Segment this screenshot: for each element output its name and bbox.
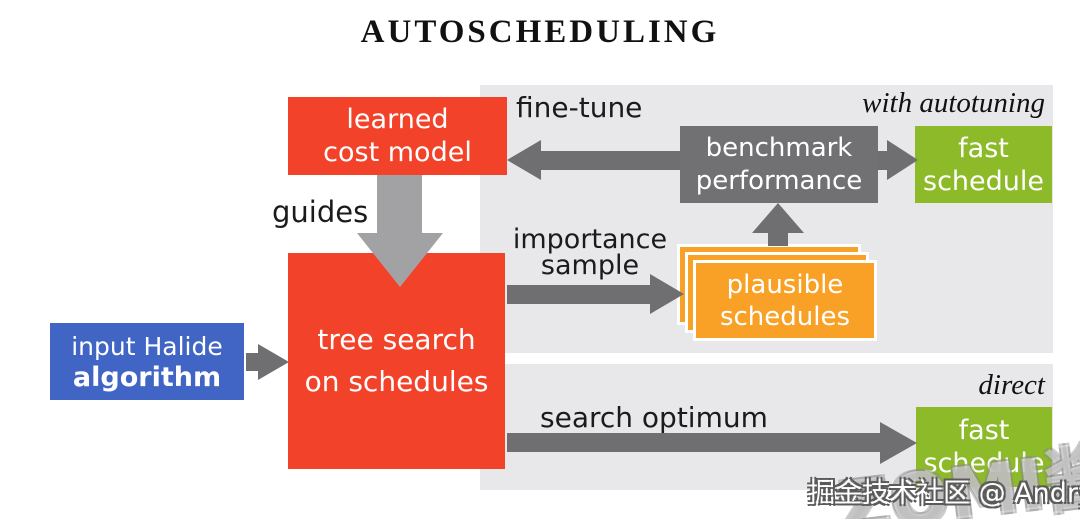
node-tree-search-on-schedules: tree search on schedules — [288, 253, 505, 469]
node-label: benchmark — [705, 132, 853, 163]
node-plausible-schedules: plausible schedules — [693, 260, 877, 341]
fine-tune-arrow-head — [507, 140, 541, 180]
input-to-tree-arrow-head — [258, 344, 289, 380]
node-benchmark-performance: benchmark performance — [680, 126, 878, 203]
search-optimum-arrow-head — [880, 422, 917, 464]
node-fast-schedule-autotuned: fast schedule — [915, 126, 1052, 203]
node-label: plausible — [726, 269, 844, 300]
node-label: fast — [958, 132, 1009, 164]
node-label: schedules — [719, 301, 851, 332]
edge-label-search-optimum: search optimum — [540, 401, 768, 434]
node-label: schedule — [923, 165, 1044, 197]
edge-label-line: sample — [540, 250, 640, 281]
benchmark-to-fast-arrow-head — [887, 140, 918, 180]
node-label: on schedules — [304, 365, 489, 398]
node-label: algorithm — [72, 361, 222, 393]
importance-sample-arrow-shaft — [507, 285, 652, 304]
edge-label-direct: direct — [978, 369, 1045, 401]
schedules-to-benchmark-arrow-shaft — [768, 230, 788, 246]
edge-label-importance-sample: importance sample — [500, 224, 680, 281]
search-optimum-arrow-shaft — [507, 433, 882, 452]
guides-arrow-shaft — [377, 175, 422, 235]
node-input-halide-algorithm: input Halide algorithm — [50, 323, 244, 400]
edge-label-line: importance — [512, 224, 668, 255]
diagram-title: AUTOSCHEDULING — [360, 14, 720, 50]
node-label: tree search — [317, 323, 476, 356]
node-label: fast — [958, 415, 1010, 446]
fine-tune-arrow-shaft — [538, 151, 680, 170]
node-label: performance — [695, 165, 863, 196]
edge-label-guides: guides — [272, 195, 369, 229]
node-fast-schedule-direct: fast schedule — [916, 407, 1052, 487]
node-label: learned — [346, 104, 449, 135]
guides-arrow-head — [357, 233, 443, 287]
input-to-tree-arrow-shaft — [246, 353, 260, 371]
node-learned-cost-model: learned cost model — [288, 97, 507, 175]
edge-label-fine-tune: fine-tune — [516, 91, 643, 124]
importance-sample-arrow-head — [650, 274, 684, 314]
node-label: cost model — [323, 137, 472, 168]
node-label: schedule — [923, 448, 1045, 479]
schedules-to-benchmark-arrow-head — [752, 203, 804, 233]
juejin-community-watermark: 掘金技术社区 @ Andryu — [808, 478, 1080, 509]
edge-label-with-autotuning: with autotuning — [862, 87, 1045, 119]
node-label: input Halide — [71, 331, 223, 361]
